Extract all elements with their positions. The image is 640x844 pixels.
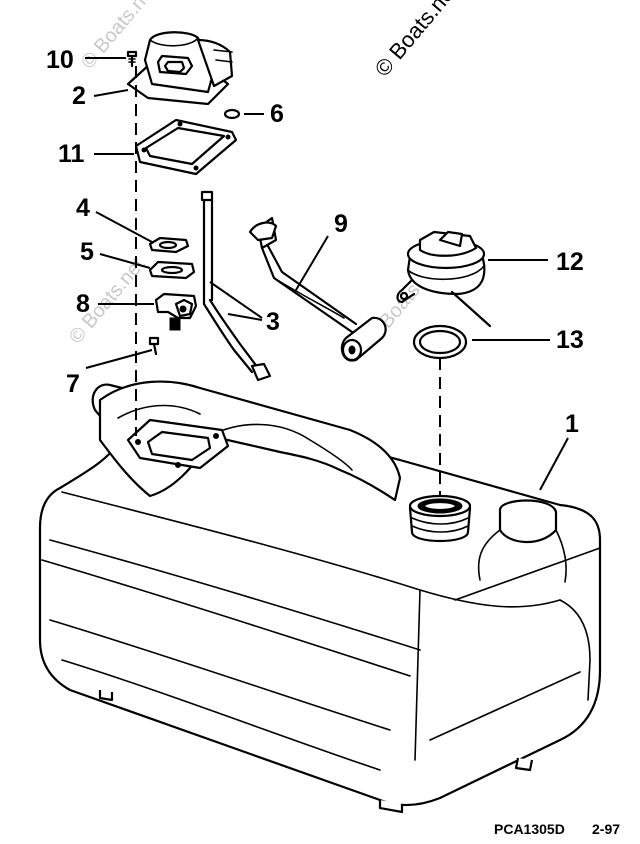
fuel-cap-part-12 [396,230,492,328]
hose-part-3 [200,190,272,382]
callout-10: 10 [46,46,74,74]
callout-11: 11 [58,140,85,168]
drawing-code: PCA1305D [494,821,565,837]
o-ring-part-6 [223,108,241,120]
seal-part-4 [148,236,190,254]
screw-part-10 [126,50,138,68]
callout-7: 7 [66,370,80,398]
fuel-connector-part [126,31,234,106]
callout-labels: 1 2 3 4 5 6 7 8 9 10 11 12 13 [46,46,584,438]
seal-part-5 [148,260,196,280]
screw-part-7 [148,336,160,356]
gasket-part [134,118,238,176]
clamp-part-8 [154,292,198,331]
callout-2: 2 [72,82,86,110]
callout-9: 9 [334,210,348,238]
callout-6: 6 [270,100,284,128]
watermark-copyright: © Boats.net [370,0,463,81]
callout-12: 12 [556,248,584,276]
leader-lines [85,57,569,491]
callout-13: 13 [556,326,584,354]
callout-4: 4 [76,194,90,222]
callout-5: 5 [80,238,94,266]
callout-3: 3 [266,308,280,336]
fuel-gauge-part-9 [248,216,387,362]
fuel-tank-part [38,380,602,814]
o-ring-part-13 [412,324,468,360]
callout-8: 8 [76,290,90,318]
drawing-revision: 2-97 [592,821,620,837]
callout-1: 1 [565,410,579,438]
